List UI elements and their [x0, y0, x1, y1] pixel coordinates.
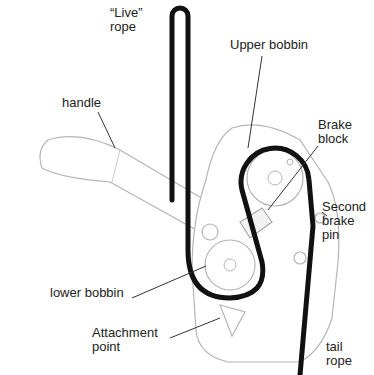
handle-pivot	[202, 224, 218, 240]
upper-bobbin-axle	[268, 171, 282, 185]
rope-label: tail rope	[326, 340, 366, 368]
upper-bobbin	[247, 150, 303, 206]
leader-line	[248, 56, 262, 148]
part-label: Brake block	[318, 118, 368, 146]
upper-bobbin-dot	[287, 159, 293, 165]
handle-grip-line	[112, 150, 120, 182]
leader-line	[170, 318, 220, 338]
rope-label: “Live” rope	[110, 6, 158, 34]
part-label: Upper bobbin	[230, 38, 340, 52]
part-label: Attachment point	[92, 326, 172, 354]
part-label: handle	[62, 96, 122, 110]
handle-part	[40, 137, 205, 232]
rope	[172, 8, 313, 375]
lower-bobbin-axle	[224, 259, 236, 271]
leader-line	[268, 146, 318, 210]
device-body	[192, 125, 339, 362]
body-hole	[294, 252, 306, 264]
leader-line	[98, 112, 115, 148]
part-label: lower bobbin	[50, 286, 140, 300]
part-label: Second brake pin	[322, 200, 370, 242]
lower-bobbin	[205, 240, 255, 290]
attachment-hole	[220, 305, 245, 336]
leader-line	[132, 266, 206, 298]
